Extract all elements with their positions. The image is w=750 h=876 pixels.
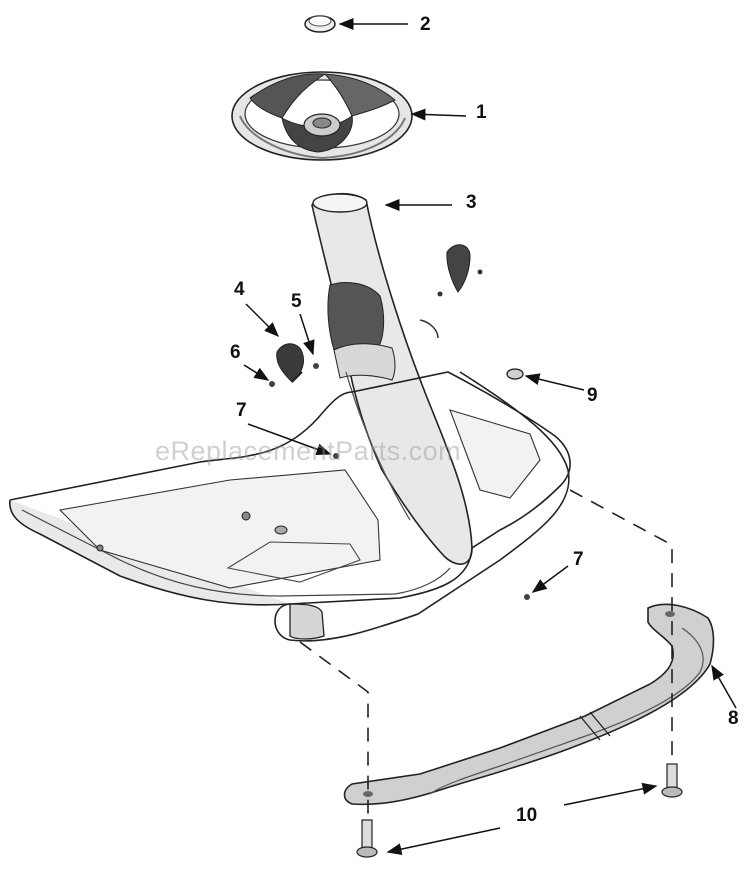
callout-label: 10 (516, 805, 538, 826)
right-lever-part (437, 244, 483, 297)
callout-label: 7 (236, 400, 247, 421)
leader-lines (243, 18, 737, 856)
watermark-text: eReplacementParts.com (155, 436, 462, 466)
callout-label: 7 (573, 549, 584, 570)
callout-label: 9 (587, 385, 598, 406)
callout-label: 8 (728, 708, 739, 729)
steering-column-part (311, 192, 473, 565)
callout-label: 4 (234, 279, 245, 300)
callout-label: 6 (230, 342, 241, 363)
callout-label: 5 (291, 291, 302, 312)
footboard-part (9, 371, 571, 642)
callout-label: 3 (466, 192, 477, 213)
nut-part (506, 368, 524, 380)
assembly-lines (299, 489, 673, 820)
left-lever-part (269, 343, 319, 387)
callout-label: 1 (476, 102, 487, 123)
cap-part (304, 15, 336, 33)
steering-wheel-part (231, 71, 413, 161)
bumper-part (343, 603, 715, 806)
bolt-part (356, 763, 683, 858)
callout-label: 2 (420, 14, 431, 35)
